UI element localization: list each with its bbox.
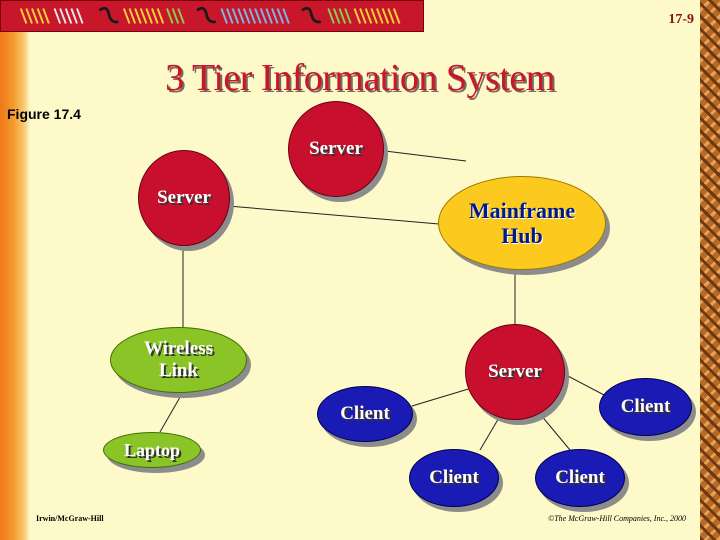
laptop-node: Laptop xyxy=(103,432,201,468)
server-node-top-label: Server xyxy=(309,138,363,160)
connection-server-center-client-right xyxy=(565,374,607,397)
client-node-left: Client xyxy=(317,386,413,442)
publisher-footer: Irwin/McGraw-Hill xyxy=(36,514,104,523)
figure-label: Figure 17.4 xyxy=(7,106,81,122)
slide-number: 17-9 xyxy=(668,12,694,27)
server-node-center: Server xyxy=(465,324,565,420)
server-node-top: Server xyxy=(288,101,384,197)
connection-server-left-hub xyxy=(227,205,440,225)
mainframe-hub-label: Mainframe Hub xyxy=(468,197,576,248)
connection-server-center-client-bottom-left xyxy=(479,415,501,451)
client-node-bottom-right-label: Client xyxy=(555,467,605,489)
laptop-label: Laptop xyxy=(123,439,181,460)
copyright-footer: ©The McGraw-Hill Companies, Inc., 2000 xyxy=(548,514,686,523)
client-node-left-label: Client xyxy=(340,403,390,425)
decorative-banner xyxy=(0,0,424,32)
server-node-left: Server xyxy=(138,150,230,246)
right-decorative-border xyxy=(700,0,720,540)
connection-server-center-client-bottom-right xyxy=(539,413,571,451)
left-decorative-bar xyxy=(0,0,30,540)
wireless-link-node: Wireless Link xyxy=(110,327,247,393)
connection-server-center-client-left xyxy=(411,386,476,407)
slide-title: 3 Tier Information System xyxy=(165,57,555,99)
wireless-link-label: Wireless Link xyxy=(144,338,213,381)
client-node-bottom-left: Client xyxy=(409,449,499,507)
client-node-bottom-right: Client xyxy=(535,449,625,507)
client-node-bottom-left-label: Client xyxy=(429,467,479,489)
connection-server-top-hub xyxy=(384,150,467,162)
mainframe-hub-node: Mainframe Hub xyxy=(438,176,606,270)
connection-wireless-laptop xyxy=(159,391,184,433)
client-node-right: Client xyxy=(599,378,692,436)
server-node-center-label: Server xyxy=(488,361,542,383)
server-node-left-label: Server xyxy=(157,187,211,209)
client-node-right-label: Client xyxy=(620,396,671,418)
